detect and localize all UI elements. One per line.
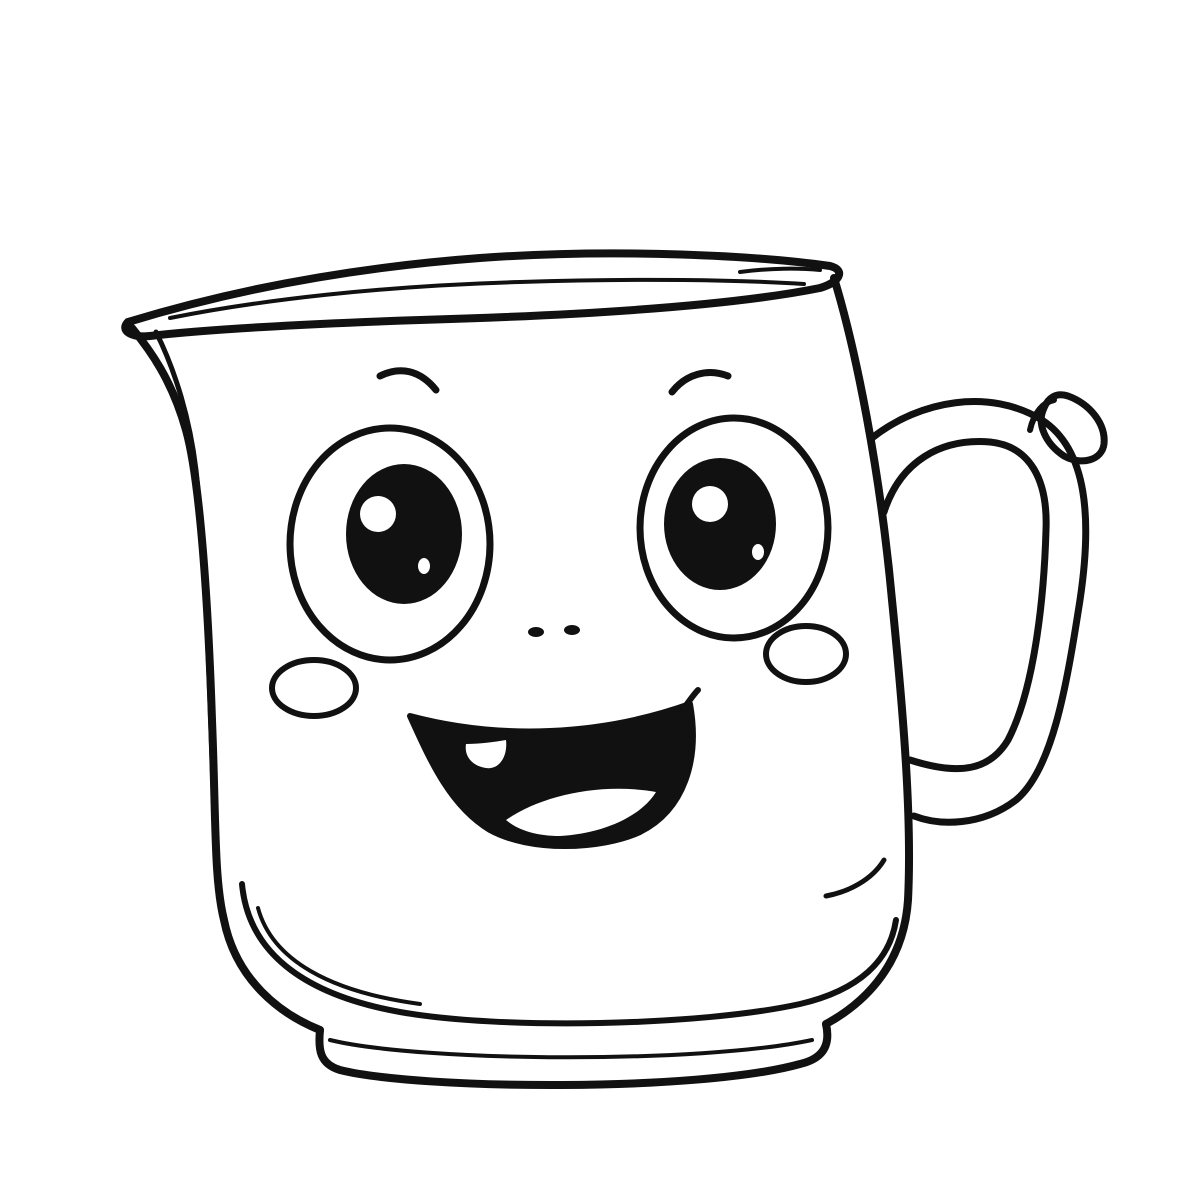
left-cheek — [269, 657, 359, 719]
handle-thumb-rest — [1037, 391, 1108, 465]
mug-left-wall — [128, 324, 324, 1034]
handle-inner-outline — [880, 438, 1050, 773]
left-eyebrow — [376, 367, 440, 394]
mug-left-inner-line — [153, 329, 217, 823]
right-eye-outline — [636, 414, 832, 642]
mug-rim — [121, 249, 844, 341]
mouth-corner-right — [681, 687, 701, 711]
mug-handle — [868, 391, 1108, 826]
right-eye-highlight-small — [752, 544, 764, 560]
left-eye — [286, 424, 494, 664]
left-eye-outline — [286, 424, 494, 664]
rim-inner — [168, 277, 806, 320]
right-cheek — [763, 623, 849, 685]
tongue — [506, 788, 656, 836]
mug-side-highlight — [823, 857, 887, 899]
mug-base — [315, 1020, 832, 1089]
left-eye-highlight-large — [360, 496, 396, 532]
left-eye-highlight-small — [418, 558, 430, 574]
handle-outer-outline — [868, 398, 1090, 826]
mug-body — [128, 274, 914, 1034]
rim-outer — [121, 249, 844, 341]
mug-right-wall — [822, 274, 914, 1028]
tooth — [465, 740, 507, 769]
mug-bottom-highlight — [256, 906, 422, 1006]
base-foot-outline — [315, 1020, 832, 1089]
nose-dot-right — [564, 625, 580, 635]
left-eye-pupil — [346, 464, 462, 604]
base-foot-inner — [328, 1038, 814, 1060]
handle-thumb-curl — [1027, 397, 1057, 433]
mug-bottom-curve — [239, 881, 899, 1027]
rim-highlight-right — [738, 266, 822, 274]
nose-dot-left — [528, 627, 544, 637]
right-eye-highlight-large — [692, 486, 728, 522]
right-eye-pupil — [664, 458, 776, 590]
right-eyebrow — [668, 369, 732, 396]
mouth — [407, 687, 701, 849]
right-eye — [636, 414, 832, 642]
mug-face — [269, 367, 849, 849]
